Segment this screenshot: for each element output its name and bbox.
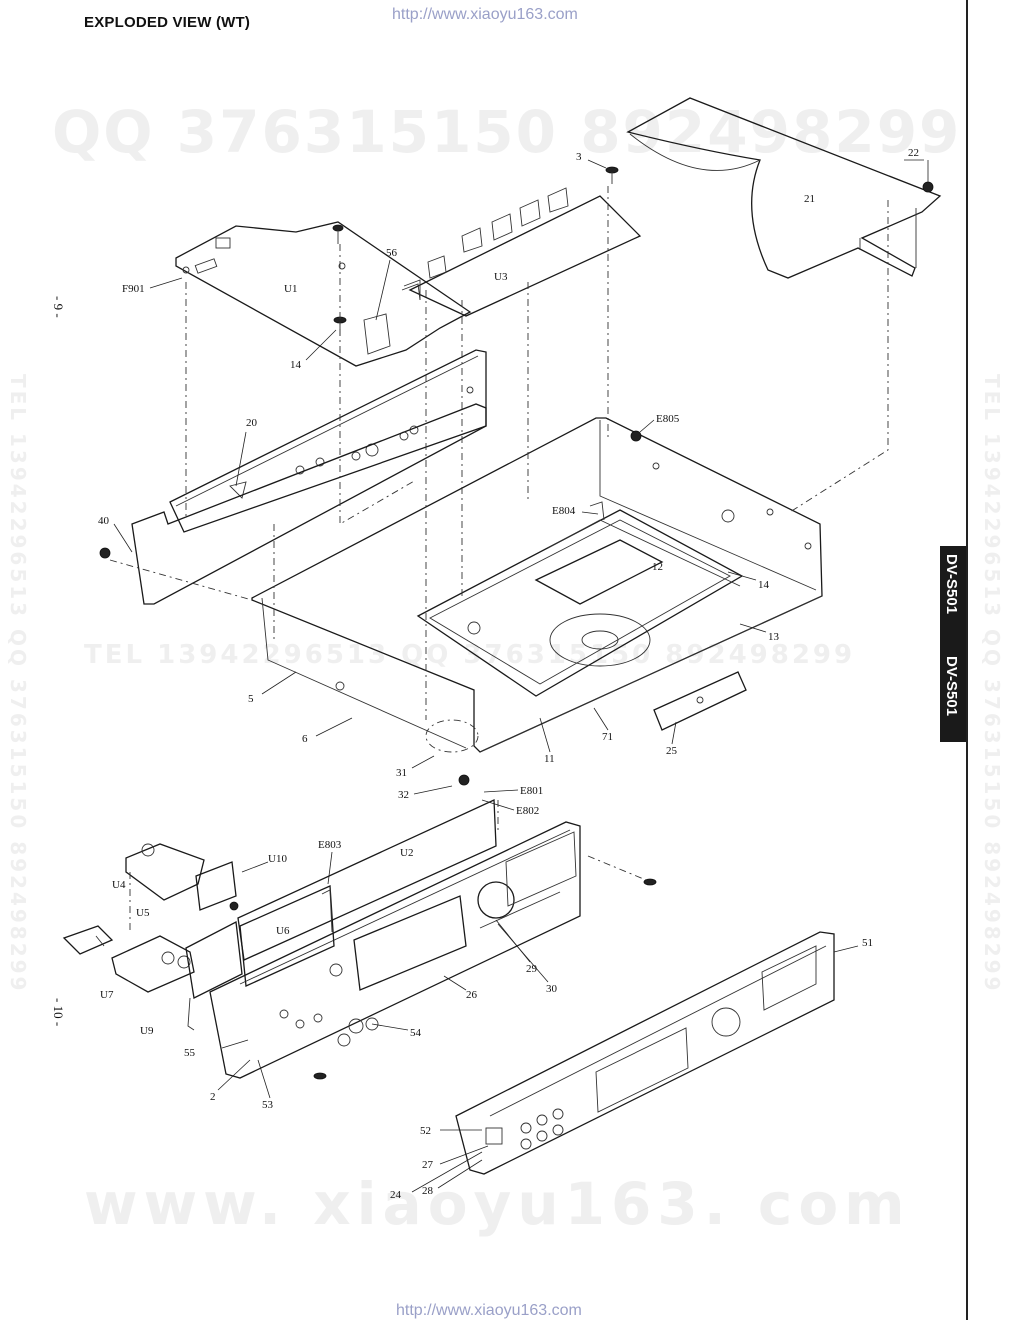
callout-53: 53 (262, 1099, 274, 1111)
callout-51: 51 (862, 937, 873, 949)
callout-6: 6 (302, 733, 308, 745)
callout-u2: U2 (400, 847, 413, 859)
callout-32: 32 (398, 789, 409, 801)
callout-26: 26 (466, 989, 478, 1001)
pcb-u1 (175, 221, 472, 367)
callout-54: 54 (410, 1027, 422, 1039)
side-panel-40 (99, 403, 487, 605)
pcb-u6 (239, 885, 335, 987)
screw-3 (587, 159, 619, 184)
front-frame (209, 821, 581, 1079)
callout-11: 11 (544, 753, 555, 765)
callout-71: 71 (602, 731, 613, 743)
callout-f901: F901 (122, 283, 145, 295)
pcb-u3 (403, 187, 642, 317)
callout-u3: U3 (494, 271, 508, 283)
front-panel-51 (455, 931, 835, 1175)
buttons-54 (337, 1017, 379, 1047)
top-cover (626, 97, 942, 279)
pcb-u10 (195, 861, 239, 911)
callout-e804: E804 (552, 505, 576, 517)
footer-url: http://www.xiaoyu163.com (396, 1302, 582, 1319)
callout-40: 40 (98, 515, 110, 527)
page-title: EXPLODED VIEW (WT) (84, 14, 251, 31)
page-edge-line (966, 0, 968, 1320)
rear-panel (169, 349, 487, 533)
callout-28: 28 (422, 1185, 434, 1197)
callout-2: 2 (210, 1091, 216, 1103)
pcb-u5 (62, 925, 114, 955)
screw-22 (922, 160, 934, 193)
callout-u7: U7 (100, 989, 114, 1001)
callout-24: 24 (390, 1189, 402, 1201)
callout-u1: U1 (284, 283, 297, 295)
callout-e805: E805 (656, 413, 680, 425)
callout-3: 3 (576, 151, 582, 163)
callout-14-lower: 14 (758, 579, 770, 591)
leader-lines (113, 159, 924, 1193)
callout-5: 5 (248, 693, 254, 705)
pcb-u9 (185, 920, 243, 1031)
pcb-u4 (125, 843, 205, 901)
callout-56: 56 (386, 247, 398, 259)
callout-14-upper: 14 (290, 359, 302, 371)
callout-u6: U6 (276, 925, 290, 937)
ground-e801 (458, 774, 470, 786)
callout-30: 30 (546, 983, 558, 995)
watermark-qq: QQ 376315150 892498299 (52, 98, 962, 166)
callout-labels: 3 22 21 56 F901 U1 U3 14 20 E805 40 E804… (98, 147, 919, 1201)
callout-e802: E802 (516, 805, 539, 817)
callout-29: 29 (526, 963, 538, 975)
callout-13: 13 (768, 631, 780, 643)
callout-21: 21 (804, 193, 815, 205)
model-side-tab: DV-S501 DV-S501 (940, 546, 966, 742)
callout-u10: U10 (268, 853, 287, 865)
callout-25: 25 (666, 745, 678, 757)
callout-e803: E803 (318, 839, 342, 851)
assembly-guide-lines (109, 186, 889, 930)
tray-front-25 (653, 671, 747, 731)
callout-20: 20 (246, 417, 258, 429)
callout-27: 27 (422, 1159, 434, 1171)
chassis (251, 417, 823, 753)
callout-52: 52 (420, 1125, 431, 1137)
watermark-www: www. xiaoyu163. com (84, 1170, 911, 1238)
callout-u9: U9 (140, 1025, 154, 1037)
pcb-u7 (111, 935, 195, 993)
callout-e801: E801 (520, 785, 543, 797)
watermark-tel: TEL 13942296513 QQ 376315150 892498299 (84, 640, 856, 670)
callout-12: 12 (652, 561, 663, 573)
callout-55: 55 (184, 1047, 196, 1059)
header-url: http://www.xiaoyu163.com (392, 6, 578, 23)
disc-mechanism (416, 501, 744, 697)
ground-e805 (630, 430, 642, 442)
screw-53 (313, 1072, 327, 1080)
callout-u4: U4 (112, 879, 126, 891)
screw-lower-right (643, 878, 657, 886)
callout-22: 22 (908, 147, 919, 159)
screw-top-u1 (332, 224, 344, 244)
callout-u5: U5 (136, 907, 150, 919)
callout-31: 31 (396, 767, 407, 779)
